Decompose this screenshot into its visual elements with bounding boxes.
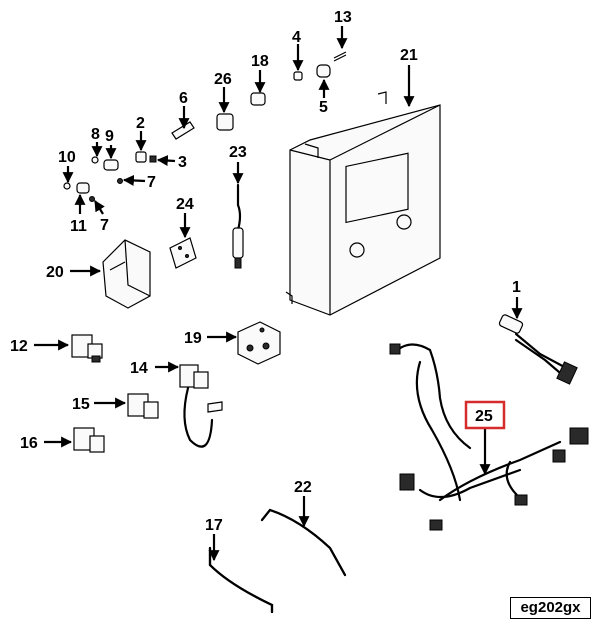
callout-23: 23 <box>229 144 247 161</box>
callout-26: 26 <box>214 71 232 88</box>
part-12-valve[interactable] <box>71 334 103 363</box>
callout-11: 11 <box>70 218 87 235</box>
part-23-sensor[interactable] <box>232 183 244 269</box>
callout-15: 15 <box>72 396 90 413</box>
part-18-fitting[interactable] <box>250 92 266 106</box>
callout-4: 4 <box>292 29 301 46</box>
callout-3: 3 <box>178 154 187 171</box>
callout-9: 9 <box>105 128 114 145</box>
enclosure-box-part[interactable] <box>285 91 441 316</box>
part-25-harness[interactable] <box>389 343 589 531</box>
callout-13: 13 <box>334 9 352 26</box>
part-2-fitting[interactable] <box>135 151 157 163</box>
part-4-fitting[interactable] <box>293 71 303 81</box>
leader-arrows <box>34 26 523 562</box>
callout-5: 5 <box>319 99 328 116</box>
callout-8: 8 <box>91 126 100 143</box>
part-10-11-fittings[interactable] <box>63 182 95 202</box>
callout-19: 19 <box>184 330 202 347</box>
part-17-hose[interactable] <box>208 546 274 614</box>
callout-labels: 13 4 21 18 26 6 5 2 8 9 23 10 3 7 24 11 … <box>10 9 521 534</box>
callout-22: 22 <box>294 479 312 496</box>
callout-24: 24 <box>176 196 194 213</box>
part-26-fitting[interactable] <box>216 113 234 131</box>
part-20-bracket[interactable] <box>102 239 151 309</box>
part-1-connector[interactable] <box>498 314 578 385</box>
part-13-pin[interactable] <box>333 51 347 62</box>
callout-17: 17 <box>205 517 223 534</box>
callout-18: 18 <box>251 53 269 70</box>
part-5-cap[interactable] <box>316 64 331 78</box>
callout-25: 25 <box>475 408 493 425</box>
callout-2: 2 <box>136 115 145 132</box>
part-14-valve[interactable] <box>179 364 223 448</box>
callout-10: 10 <box>58 149 76 166</box>
callout-20: 20 <box>46 264 64 281</box>
callout-7a: 7 <box>147 174 156 191</box>
part-8-9-fittings[interactable] <box>91 156 123 184</box>
callout-21: 21 <box>400 47 418 64</box>
highlight-box <box>464 400 506 430</box>
callout-1: 1 <box>512 279 521 296</box>
callout-14: 14 <box>130 360 148 377</box>
part-24-plate[interactable] <box>169 237 197 269</box>
callout-7b: 7 <box>100 217 109 234</box>
part-19-block[interactable] <box>237 321 281 365</box>
part-16-valve[interactable] <box>73 427 105 453</box>
part-15-valve[interactable] <box>127 393 159 419</box>
callout-6: 6 <box>179 90 188 107</box>
diagram-code-label: eg202gx <box>510 597 591 619</box>
callout-12: 12 <box>10 338 28 355</box>
callout-16: 16 <box>20 435 38 452</box>
